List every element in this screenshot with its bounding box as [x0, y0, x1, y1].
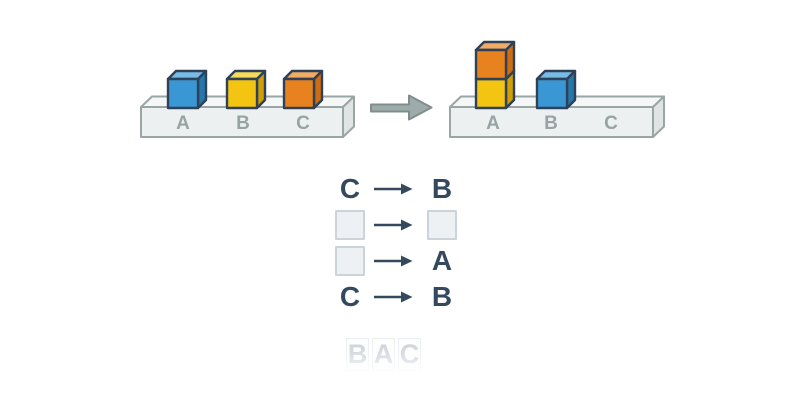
after-label-a: A — [486, 113, 500, 134]
moves-list: C B — [332, 171, 460, 315]
move-row-4: C B — [332, 279, 460, 315]
after-cube-orange — [474, 40, 516, 81]
before-label-c: C — [296, 113, 310, 134]
cube-front-face — [474, 48, 508, 81]
cube-front-face — [225, 77, 259, 110]
cube-front-face — [282, 77, 316, 110]
before-cube-orange — [282, 69, 324, 110]
letter-tile-c[interactable]: C — [398, 338, 421, 371]
maps-to-arrow-icon — [374, 291, 413, 303]
move-row-1: C B — [332, 171, 460, 207]
empty-slot-to[interactable] — [427, 210, 457, 240]
tile-letter: C — [399, 339, 420, 369]
tile-letter: B — [347, 339, 368, 369]
empty-slot-from[interactable] — [335, 246, 365, 276]
before-label-b: B — [236, 113, 250, 134]
move-to-letter: B — [431, 173, 453, 204]
empty-slot-from[interactable] — [335, 210, 365, 240]
tile-letter: A — [373, 339, 394, 369]
after-platform: A B C — [449, 95, 665, 138]
move-to-letter: B — [431, 281, 453, 312]
cube-side-face — [504, 40, 516, 81]
before-cube-yellow — [225, 69, 267, 110]
platform-front-face — [449, 106, 654, 138]
cube-side-face — [312, 69, 324, 110]
block-scene: A B C A B C — [140, 40, 665, 138]
maps-to-arrow-icon — [374, 255, 413, 267]
cube-front-face — [535, 77, 569, 110]
after-cube-blue — [535, 69, 577, 110]
letter-tile-tray: B A C — [343, 335, 424, 375]
cube-front-face — [474, 77, 508, 110]
move-from-letter: C — [339, 173, 361, 204]
move-row-3: A — [332, 243, 460, 279]
letter-tile-a[interactable]: A — [372, 338, 395, 371]
after-label-b: B — [544, 113, 558, 134]
before-label-a: A — [176, 113, 190, 134]
cube-front-face — [166, 77, 200, 110]
after-label-c: C — [604, 113, 618, 134]
move-row-2 — [332, 207, 460, 243]
maps-to-arrow-icon — [374, 183, 413, 195]
maps-to-arrow-icon — [374, 219, 413, 231]
letter-tile-b[interactable]: B — [346, 338, 369, 371]
move-to-letter: A — [431, 245, 453, 276]
platform-front-face — [140, 106, 344, 138]
move-from-letter: C — [339, 281, 361, 312]
transform-arrow-icon — [370, 94, 433, 121]
before-cube-blue — [166, 69, 208, 110]
